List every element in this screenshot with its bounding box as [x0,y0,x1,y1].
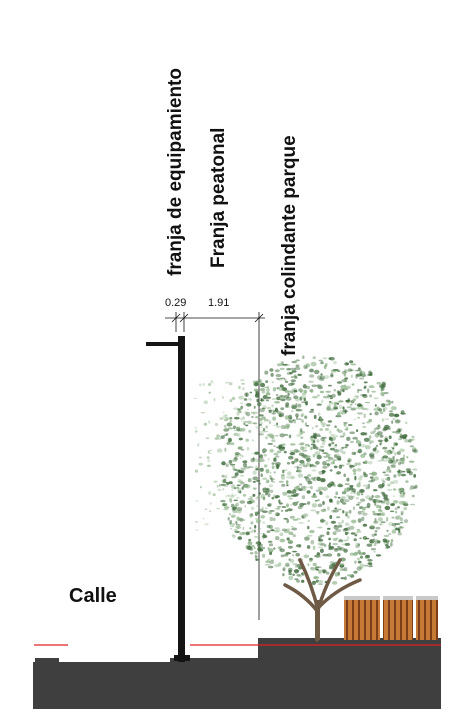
planter-3 [416,598,438,640]
curb-left [35,658,59,664]
dimension-0-29: 0.29 [165,297,187,309]
light-pole [178,336,185,662]
light-pole-base [174,655,190,661]
dimension-1-91: 1.91 [208,297,230,309]
label-franja-peatonal: Franja peatonal [208,127,229,268]
label-franja-colindante-parque: franja colindante parque [279,135,300,356]
tree-trunk [283,558,362,642]
planter-1 [344,598,380,640]
tree-canopy [193,355,418,586]
sidewalk-base [170,658,262,664]
street-base [33,662,441,709]
planters [344,596,438,640]
planter-2 [383,598,413,640]
tree [193,355,418,642]
park-raised-ground [258,638,441,664]
label-franja-equipamiento: franja de equipamiento [165,68,186,276]
label-calle: Calle [69,585,117,607]
light-pole-arm [146,342,182,346]
dimension-line [165,312,265,620]
